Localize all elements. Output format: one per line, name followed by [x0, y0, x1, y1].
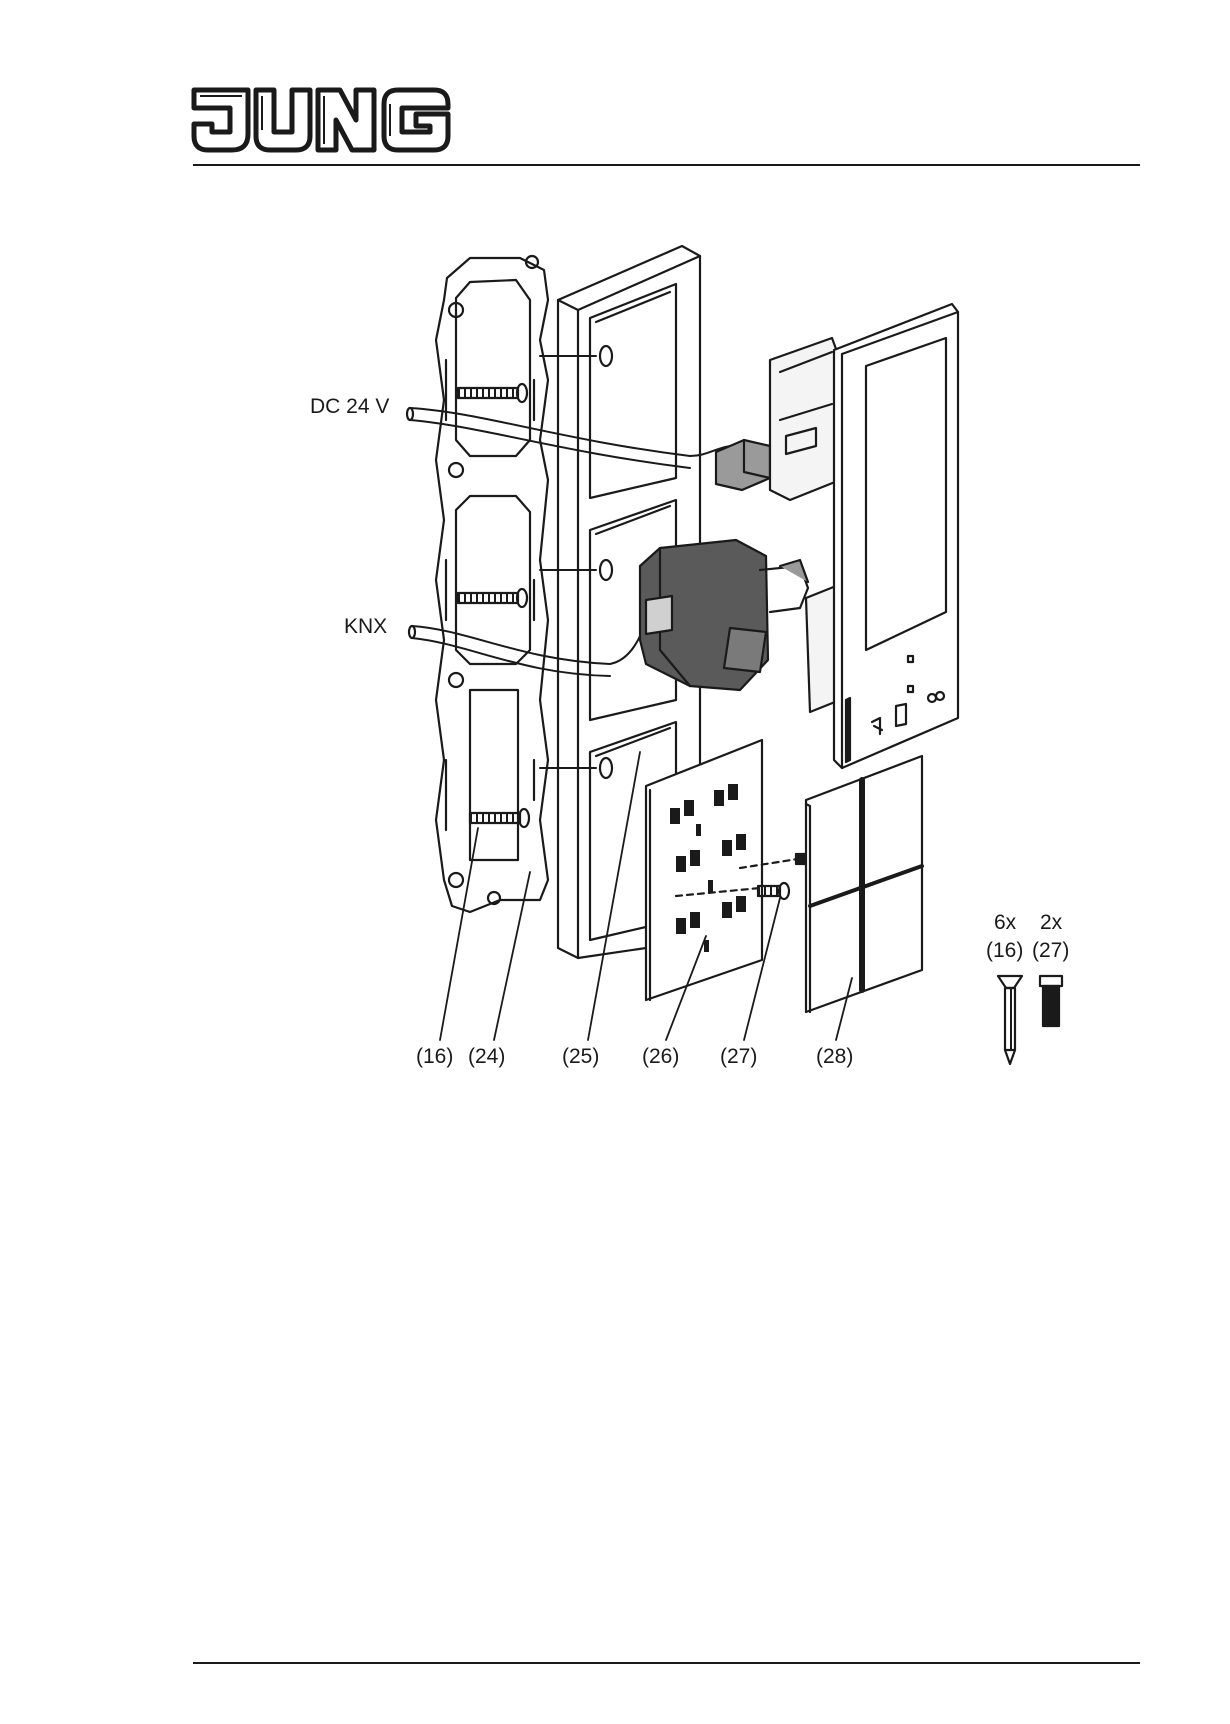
callout-27: (27) — [720, 1046, 757, 1068]
kit-qty-27: 2x — [1040, 912, 1062, 934]
callout-25: (25) — [562, 1046, 599, 1068]
kit-ref-16: (16) — [986, 940, 1023, 962]
callout-26: (26) — [642, 1046, 679, 1068]
kit-qty-16: 6x — [994, 912, 1016, 934]
push-button-module — [646, 740, 762, 1000]
button-rocker — [806, 756, 922, 1012]
power-connector — [716, 440, 770, 490]
knx-bus-module — [640, 540, 808, 690]
power-wire — [410, 408, 740, 468]
screw-16-icon — [998, 976, 1022, 1064]
power-wire-label: DC 24 V — [310, 396, 389, 418]
callout-16: (16) — [416, 1046, 453, 1068]
callout-24: (24) — [468, 1046, 505, 1068]
bus-wire-label: KNX — [344, 616, 387, 638]
display-unit — [770, 304, 958, 768]
kit-ref-27: (27) — [1032, 940, 1069, 962]
callout-28: (28) — [816, 1046, 853, 1068]
screw-27-icon — [1040, 976, 1062, 1026]
